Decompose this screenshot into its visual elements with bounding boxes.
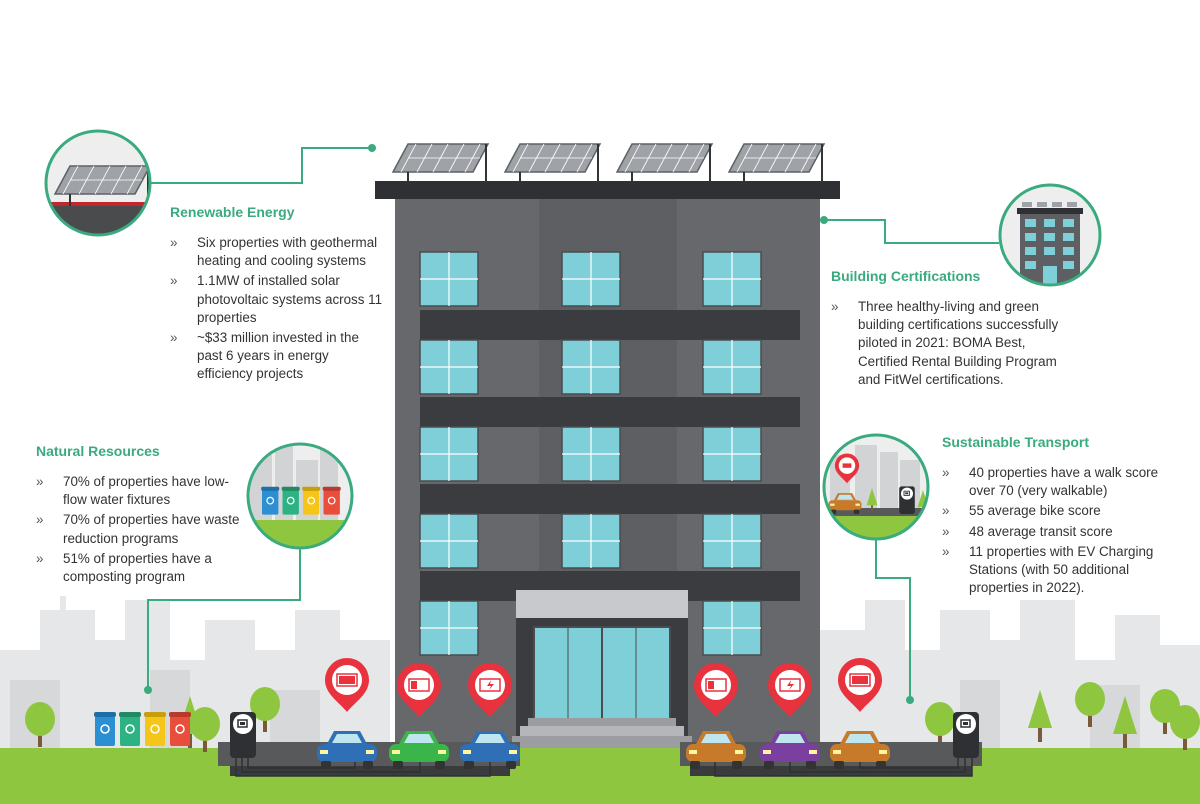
- battery-icon: [408, 678, 430, 692]
- battery-icon: [336, 673, 358, 687]
- grass: [0, 748, 1200, 804]
- list-item: 11 properties with EV Charging Stations …: [942, 543, 1177, 598]
- building-certifications-panel: Building Certifications Three healthy-li…: [831, 268, 1071, 391]
- sustainable-transport-circle: [822, 433, 930, 541]
- battery-icon: [779, 678, 801, 692]
- natural-resources-list: 70% of properties have low-flow water fi…: [36, 473, 251, 586]
- list-item: 70% of properties have low-flow water fi…: [36, 473, 251, 509]
- natural-resources-heading: Natural Resources: [36, 443, 160, 459]
- list-item: Three healthy-living and green building …: [831, 298, 1071, 389]
- building-icon: [1017, 202, 1083, 285]
- list-item: 51% of properties have a composting prog…: [36, 550, 251, 586]
- list-item: ~$33 million invested in the past 6 year…: [170, 329, 385, 384]
- natural-resources-panel: Natural Resources 70% of properties have…: [36, 443, 251, 588]
- list-item: 55 average bike score: [942, 502, 1177, 520]
- building-windows: [419, 251, 762, 656]
- list-item: 1.1MW of installed solar photovoltaic sy…: [170, 272, 385, 327]
- list-item: 70% of properties have waste reduction p…: [36, 511, 251, 547]
- list-item: 48 average transit score: [942, 523, 1177, 541]
- building: [375, 181, 840, 748]
- sustainable-transport-panel: Sustainable Transport 40 properties have…: [942, 434, 1177, 599]
- building-certifications-heading: Building Certifications: [831, 268, 981, 284]
- sustainable-transport-list: 40 properties have a walk score over 70 …: [942, 464, 1177, 597]
- renewable-energy-heading: Renewable Energy: [170, 204, 295, 220]
- list-item: Six properties with geothermal heating a…: [170, 234, 385, 270]
- building-certifications-circle: [998, 183, 1102, 287]
- renewable-energy-panel: Renewable Energy Six properties with geo…: [170, 204, 385, 386]
- battery-icon: [705, 678, 727, 692]
- renewable-energy-list: Six properties with geothermal heating a…: [170, 234, 385, 384]
- renewable-energy-circle: [44, 129, 152, 237]
- battery-icon: [479, 678, 501, 692]
- connector-lines: [147, 147, 999, 700]
- battery-icon: [849, 673, 871, 687]
- sustainable-transport-heading: Sustainable Transport: [942, 434, 1090, 450]
- building-certifications-list: Three healthy-living and green building …: [831, 298, 1071, 389]
- list-item: 40 properties have a walk score over 70 …: [942, 464, 1177, 500]
- natural-resources-circle: [246, 442, 354, 550]
- battery-pins: [325, 658, 882, 717]
- solar-panel-icon: [392, 143, 825, 185]
